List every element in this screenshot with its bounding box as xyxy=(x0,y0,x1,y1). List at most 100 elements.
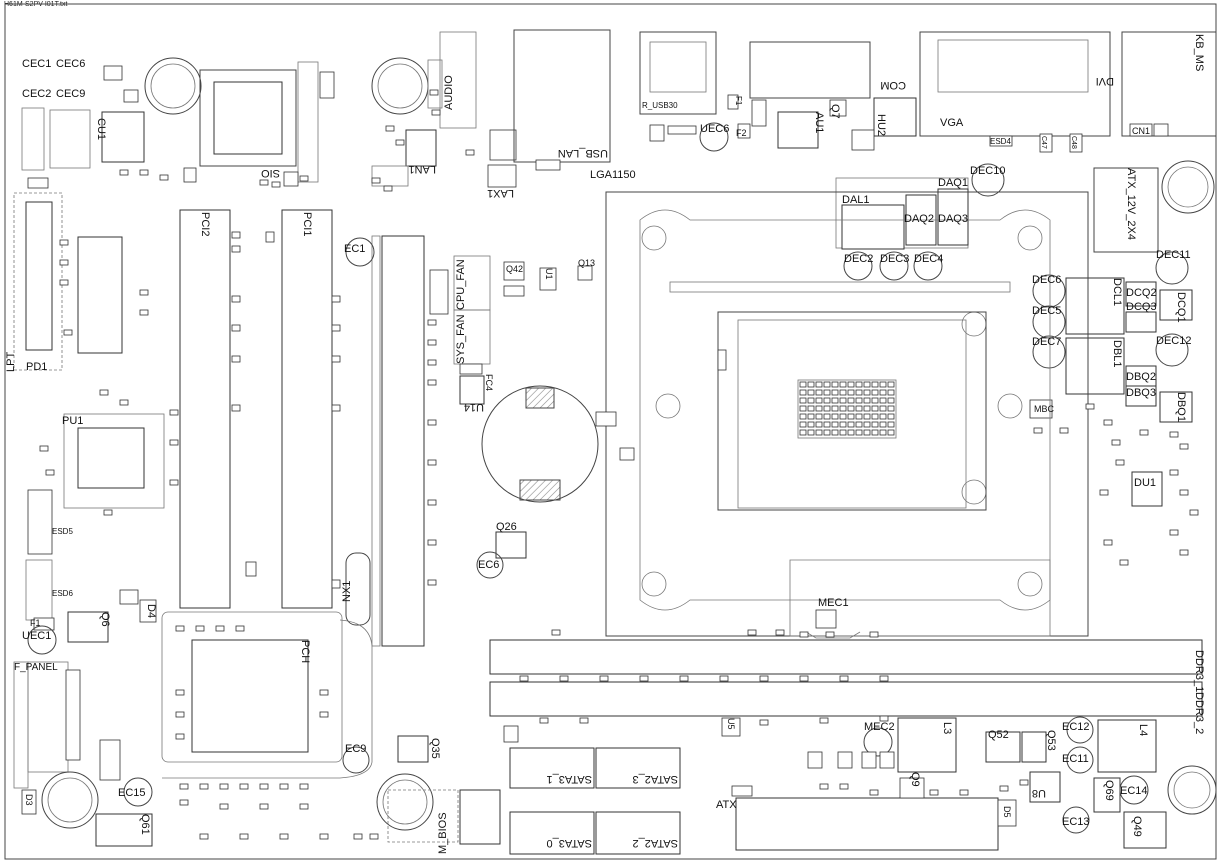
label-du1: DU1 xyxy=(1134,477,1156,489)
cpu-cap-pad xyxy=(847,405,855,412)
smd-pad xyxy=(879,675,889,682)
cpu-cap-pad xyxy=(847,413,855,420)
smd-pad xyxy=(819,783,829,790)
label-mbc: MBC xyxy=(1034,404,1055,414)
vrm-area xyxy=(835,163,1193,507)
dbl1-inductor xyxy=(1065,337,1125,395)
top-left-area xyxy=(21,57,335,189)
label-esd5: ESD5 xyxy=(52,527,73,536)
label-daq3: DAQ3 xyxy=(938,213,968,225)
label-kb-ms: KB_MS xyxy=(1193,34,1205,71)
capacitor-large-1 xyxy=(144,57,202,115)
label-fc4: FC4 xyxy=(484,374,494,391)
cpu-cap-pad xyxy=(807,397,815,404)
label-daq2: DAQ2 xyxy=(904,213,934,225)
label-cn1: CN1 xyxy=(1132,126,1150,136)
cpu-cap-pad xyxy=(879,397,887,404)
smd-pad xyxy=(39,445,49,452)
cpu-cap-pad xyxy=(879,389,887,396)
pu1-area xyxy=(25,413,165,655)
label-usb-lan: USB_LAN xyxy=(558,147,608,159)
label-cec9: CEC9 xyxy=(56,88,85,100)
label-dec5: DEC5 xyxy=(1032,305,1061,317)
dal1-inductor xyxy=(841,204,905,250)
smd-pad xyxy=(279,783,289,790)
label-q9: Q9 xyxy=(909,772,921,787)
scattered-smd-pads xyxy=(39,89,1199,840)
q61-chip xyxy=(95,813,153,847)
label-ec6: EC6 xyxy=(478,559,499,571)
smd-pad xyxy=(427,459,437,466)
label-dcq3: DCQ3 xyxy=(1126,301,1157,313)
label-lpt: LPT xyxy=(5,352,17,372)
label-atx: ATX xyxy=(716,799,737,811)
q26-chip xyxy=(495,531,527,559)
pci1-slot xyxy=(281,209,333,609)
kb-ms-connector xyxy=(1121,31,1217,137)
label-daq1: DAQ1 xyxy=(938,177,968,189)
cpu-cap-pad xyxy=(855,405,863,412)
smd-pad xyxy=(319,689,329,696)
label-lga1150: LGA1150 xyxy=(590,169,636,181)
r-usb30-connector xyxy=(639,31,717,115)
smd-pad xyxy=(869,789,879,796)
pch-area xyxy=(161,611,429,779)
audio-lan-area xyxy=(371,29,611,188)
cpu-cap-pad xyxy=(807,381,815,388)
smd-pad xyxy=(385,125,395,132)
label-audio: AUDIO xyxy=(443,75,455,110)
cpu-cap-pad xyxy=(807,429,815,436)
smd-pad xyxy=(1169,469,1179,476)
cpu-cap-pad xyxy=(831,381,839,388)
label-pci1: PCI1 xyxy=(301,212,313,236)
label-q49: Q49 xyxy=(1131,816,1143,837)
uec6-capacitor xyxy=(699,122,729,152)
label-cec1: CEC1 xyxy=(22,58,51,70)
smd-pad xyxy=(175,689,185,696)
cpu-cap-pad xyxy=(823,421,831,428)
smd-pad xyxy=(579,717,589,724)
label-d3: D3 xyxy=(24,794,34,806)
cpu-cap-pad xyxy=(839,421,847,428)
label-nx1: NX1 xyxy=(341,581,353,602)
smd-pad xyxy=(45,469,55,476)
battery-holder xyxy=(481,385,617,503)
smd-pad xyxy=(427,499,437,506)
cpu-cap-pad xyxy=(871,397,879,404)
label-dec4: DEC4 xyxy=(914,253,943,265)
cpu-cap-pad xyxy=(815,429,823,436)
cpu-cap-pad xyxy=(847,429,855,436)
smd-pad xyxy=(759,719,769,726)
cpu-cap-pad xyxy=(871,421,879,428)
smd-pad xyxy=(1111,439,1121,446)
label-sys-fan: SYS_FAN xyxy=(455,314,467,364)
mounting-hole-top-right xyxy=(1161,160,1215,214)
board-outline xyxy=(4,3,1217,860)
smd-pad xyxy=(929,789,939,796)
atx-connector xyxy=(735,797,999,851)
cpu-cap-pad xyxy=(863,397,871,404)
smd-pad xyxy=(999,785,1009,792)
smd-pad xyxy=(747,629,757,636)
smd-pad xyxy=(59,259,69,266)
smd-pad xyxy=(199,783,209,790)
smd-pad xyxy=(879,715,889,722)
smd-pad xyxy=(839,783,849,790)
smd-pad xyxy=(259,179,269,186)
label-hu2: HU2 xyxy=(875,114,887,136)
cpu-cap-pad xyxy=(799,405,807,412)
smd-pad xyxy=(395,139,405,146)
smd-pad xyxy=(799,631,809,638)
smd-pad xyxy=(427,379,437,386)
label-uec1: UEC1 xyxy=(22,630,51,642)
cpu-cap-pad xyxy=(855,421,863,428)
du1-chip xyxy=(1131,471,1163,507)
cpu-cap-pad xyxy=(807,389,815,396)
cpu-cap-pad xyxy=(887,381,895,388)
smd-pad xyxy=(1033,427,1043,434)
label-dec10: DEC10 xyxy=(970,165,1005,177)
label-u14: U14 xyxy=(464,401,484,413)
label-u1: U1 xyxy=(544,268,554,280)
cpu-cap-pad xyxy=(879,405,887,412)
label-f1-left: F1 xyxy=(30,618,41,628)
